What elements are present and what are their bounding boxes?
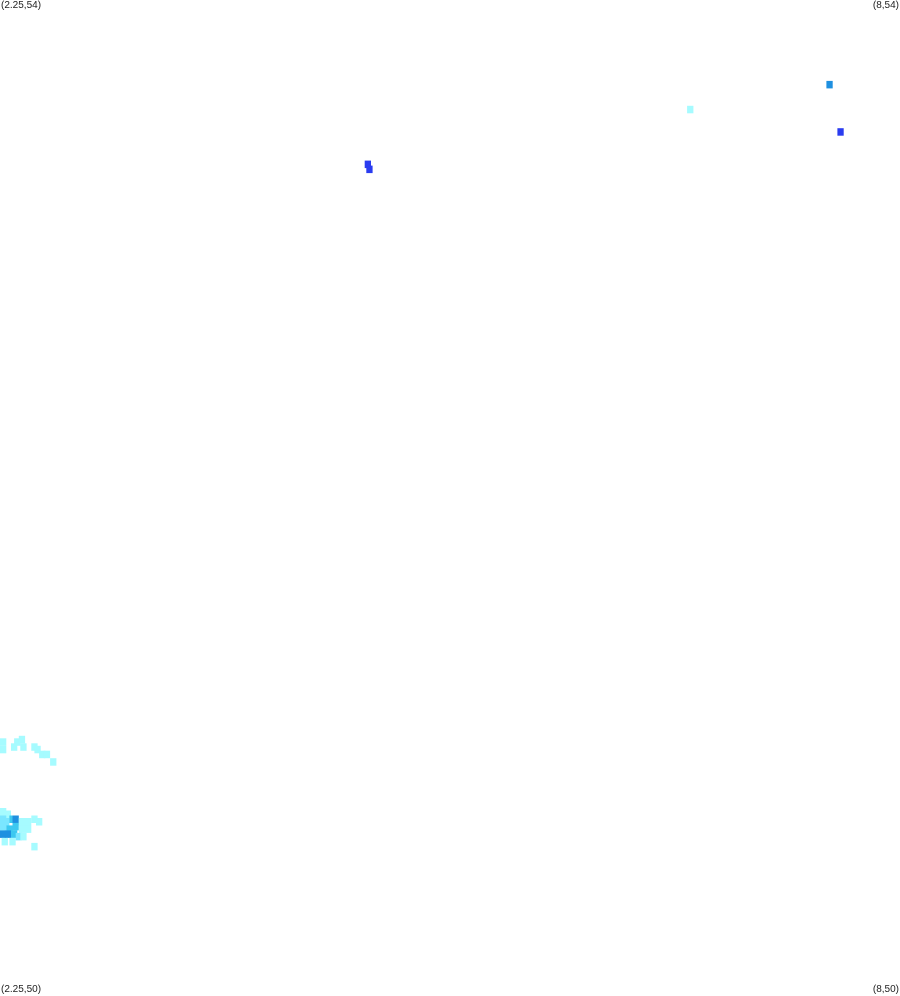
data-cell [826, 80, 833, 89]
data-cell [687, 105, 694, 114]
data-cell [3, 818, 10, 826]
corner-label-top-left: (2.25,54) [1, 0, 42, 11]
data-cell [12, 822, 19, 831]
data-cell [11, 743, 18, 751]
data-cell [9, 837, 16, 846]
data-cell [31, 842, 38, 851]
data-cell [0, 745, 7, 754]
data-cell [837, 128, 844, 136]
data-cell [39, 750, 46, 759]
data-cell [15, 832, 22, 841]
data-cell [36, 818, 43, 826]
data-cell [12, 815, 19, 823]
data-cell [366, 165, 373, 174]
data-cell [25, 825, 32, 833]
data-cell [43, 750, 51, 759]
data-cell [18, 735, 26, 744]
data-cell [4, 810, 11, 818]
data-cell [4, 830, 11, 838]
corner-label-bottom-left: (2.25,50) [1, 984, 42, 995]
data-cell [18, 825, 26, 833]
data-cell [34, 745, 41, 754]
data-cell [0, 808, 7, 816]
corner-label-bottom-right: (8,50) [872, 984, 899, 995]
data-cell [31, 815, 38, 823]
data-cell [0, 830, 7, 838]
data-cell [6, 825, 13, 833]
data-cell [20, 832, 27, 841]
data-cell [1, 837, 8, 846]
data-cell [14, 738, 21, 746]
data-cell [50, 758, 57, 766]
data-cell [25, 818, 32, 826]
data-cell [20, 743, 27, 751]
data-cell [364, 160, 371, 169]
corner-label-top-right: (8,54) [872, 0, 899, 11]
data-cell [0, 822, 7, 831]
data-cell [0, 738, 7, 746]
data-cell [11, 830, 18, 838]
data-cells-layer [0, 80, 844, 851]
data-cell [18, 818, 26, 826]
